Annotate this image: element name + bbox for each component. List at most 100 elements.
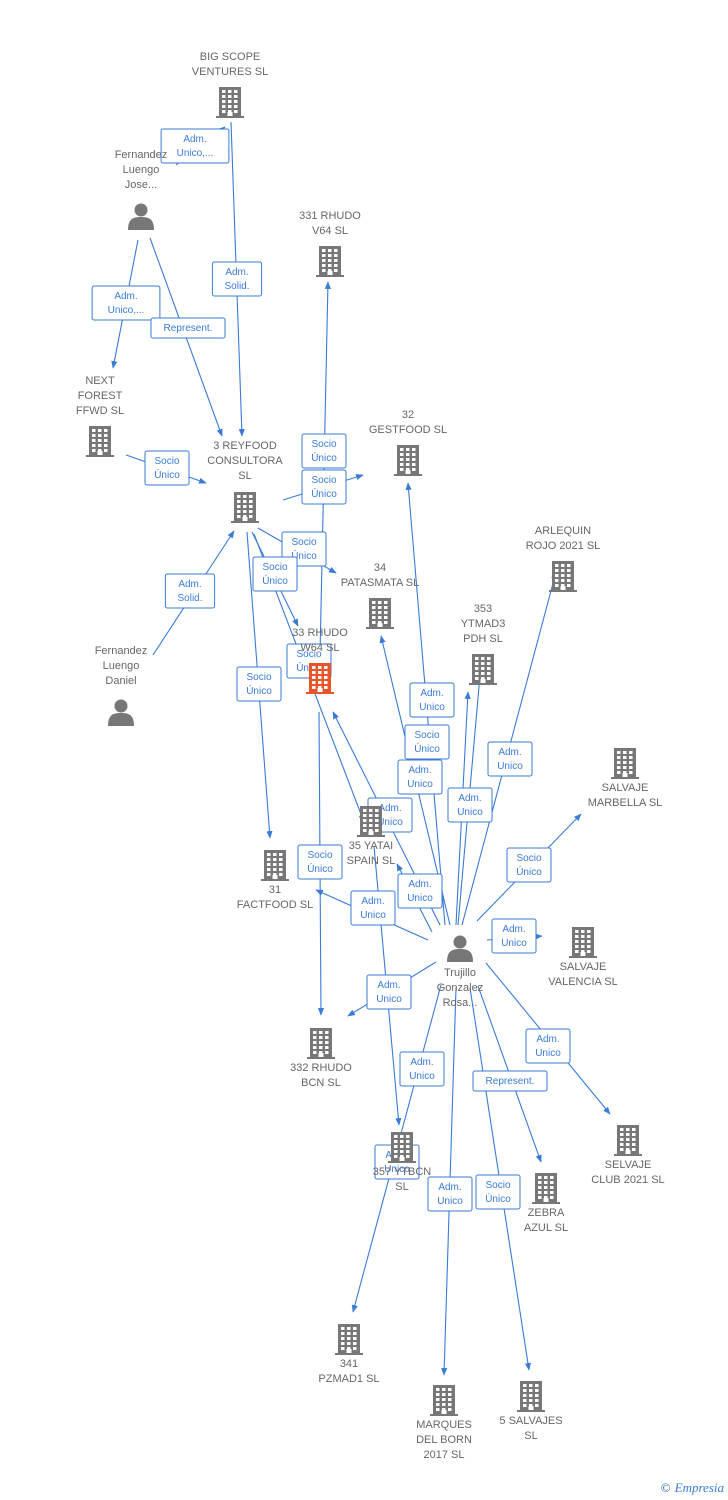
building-icon[interactable] bbox=[335, 1324, 363, 1355]
edge-label-18[interactable]: Adm.Unico bbox=[447, 787, 493, 823]
building-icon[interactable] bbox=[307, 1028, 335, 1059]
edge-label-27[interactable]: Adm.Unico bbox=[399, 1051, 445, 1087]
building-icon[interactable] bbox=[394, 445, 422, 476]
edge-label-3[interactable]: Represent. bbox=[150, 317, 226, 339]
edge-label-box[interactable] bbox=[301, 433, 347, 469]
edge-label-box[interactable] bbox=[397, 759, 443, 795]
person-icon[interactable] bbox=[447, 935, 473, 963]
node-fernandez_jose[interactable]: FernandezLuengoJose... bbox=[115, 149, 168, 230]
edge-label-box[interactable] bbox=[301, 469, 347, 505]
building-icon[interactable] bbox=[532, 1173, 560, 1204]
building-icon[interactable] bbox=[430, 1385, 458, 1416]
building-icon[interactable] bbox=[549, 561, 577, 592]
node-trujillo[interactable]: TrujilloGonzalezRosa... bbox=[437, 935, 483, 1010]
edge-label-2[interactable]: Adm.Unico,... bbox=[91, 285, 161, 321]
building-icon[interactable] bbox=[357, 806, 385, 837]
building-icon[interactable] bbox=[216, 87, 244, 118]
person-icon[interactable] bbox=[128, 203, 154, 231]
building-icon[interactable] bbox=[517, 1381, 545, 1412]
edge-label-box[interactable] bbox=[409, 682, 455, 718]
person-icon[interactable] bbox=[108, 699, 134, 727]
edge-label-box[interactable] bbox=[447, 787, 493, 823]
edge-label-23[interactable]: Adm.Unico bbox=[366, 974, 412, 1010]
building-icon[interactable] bbox=[366, 598, 394, 629]
building-icon[interactable] bbox=[306, 663, 334, 694]
edge-label-box[interactable] bbox=[91, 285, 161, 321]
edge-label-22[interactable]: Adm.Unico bbox=[491, 918, 537, 954]
edge-label-21[interactable]: Adm.Unico bbox=[350, 890, 396, 926]
building-icon[interactable] bbox=[316, 246, 344, 277]
edge-label-box[interactable] bbox=[491, 918, 537, 954]
edge-label-box[interactable] bbox=[475, 1174, 521, 1210]
edge-label-15[interactable]: Adm.Unico bbox=[397, 759, 443, 795]
edge-label-box[interactable] bbox=[506, 847, 552, 883]
edge-label-5[interactable]: Adm.Solid. bbox=[164, 573, 216, 609]
edge-label-13[interactable]: Adm.Unico bbox=[409, 682, 455, 718]
edge-label-28[interactable]: Adm.Unico bbox=[427, 1176, 473, 1212]
edge-label-box[interactable] bbox=[211, 261, 263, 297]
building-icon[interactable] bbox=[231, 492, 259, 523]
edge-label-0[interactable]: Adm.Unico,... bbox=[160, 128, 230, 164]
building-icon[interactable] bbox=[261, 850, 289, 881]
edge-label-box[interactable] bbox=[160, 128, 230, 164]
edge-label-box[interactable] bbox=[366, 974, 412, 1010]
edge-label-17[interactable]: Adm.Unico bbox=[487, 741, 533, 777]
edge-label-box[interactable] bbox=[350, 890, 396, 926]
edge-label-24[interactable]: Adm.Unico bbox=[525, 1028, 571, 1064]
edge-label-box[interactable] bbox=[487, 741, 533, 777]
edge-label-box[interactable] bbox=[252, 556, 298, 592]
edge-label-1[interactable]: Adm.Solid. bbox=[211, 261, 263, 297]
edge-label-box[interactable] bbox=[525, 1028, 571, 1064]
edge-label-box[interactable] bbox=[399, 1051, 445, 1087]
edge-label-box[interactable] bbox=[472, 1070, 548, 1092]
building-icon[interactable] bbox=[469, 654, 497, 685]
building-icon[interactable] bbox=[388, 1132, 416, 1163]
building-icon[interactable] bbox=[611, 748, 639, 779]
edge-label-box[interactable] bbox=[404, 724, 450, 760]
edge-label-box[interactable] bbox=[297, 844, 343, 880]
building-icon[interactable] bbox=[614, 1125, 642, 1156]
edge-label-box[interactable] bbox=[150, 317, 226, 339]
edge-label-20[interactable]: Adm.Unico bbox=[397, 873, 443, 909]
edge-label-box[interactable] bbox=[144, 450, 190, 486]
building-icon[interactable] bbox=[86, 426, 114, 457]
building-icon[interactable] bbox=[569, 927, 597, 958]
edge-label-25[interactable]: Represent. bbox=[472, 1070, 548, 1092]
edge-label-box[interactable] bbox=[236, 666, 282, 702]
edge-label-box[interactable] bbox=[397, 873, 443, 909]
node-label: PATASMATA SL bbox=[341, 577, 419, 589]
edge-label-box[interactable] bbox=[164, 573, 216, 609]
edge-label-box[interactable] bbox=[427, 1176, 473, 1212]
